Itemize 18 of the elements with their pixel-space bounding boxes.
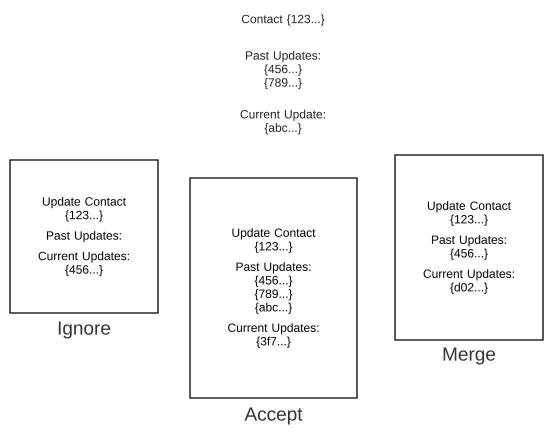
box-label: Ignore — [58, 322, 110, 338]
box-label: Merge — [444, 348, 496, 364]
box-text: Past Updates: {456...} {789...} {abc...} — [236, 262, 310, 314]
top-text: Current Update: {abc...} — [240, 110, 325, 134]
update-box — [9, 159, 159, 314]
update-box — [189, 177, 358, 399]
top-text: Past Updates: {456...} {789...} — [246, 50, 320, 90]
box-text: Past Updates: {456...} — [432, 235, 506, 260]
box-text: Update Contact {123...} — [42, 196, 126, 222]
box-text: Current Updates: {d02...} — [424, 269, 514, 294]
box-label: Accept — [244, 408, 302, 424]
box-text: Update Contact {123...} — [232, 228, 316, 253]
box-text: Past Updates: — [46, 230, 121, 242]
update-box — [394, 154, 544, 341]
box-text: Current Updates: {3f7...} — [228, 323, 318, 348]
box-text: Current Updates: {456...} — [38, 251, 129, 276]
top-text: Contact {123...} — [242, 14, 324, 26]
box-text: Update Contact {123...} — [428, 201, 511, 226]
